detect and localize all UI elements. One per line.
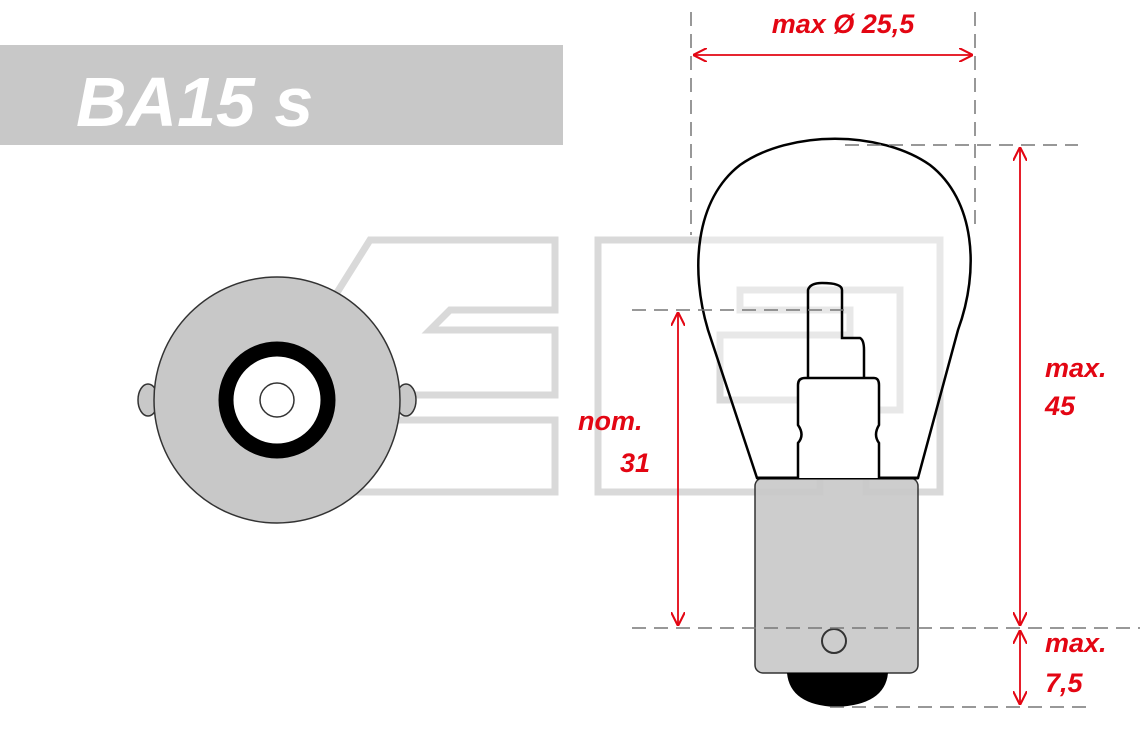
cap-label: max. bbox=[1045, 628, 1107, 658]
light-center-label: nom. bbox=[578, 406, 643, 436]
dimension-arrows bbox=[678, 55, 1020, 705]
title: BA15 s bbox=[76, 63, 313, 141]
extension-lines bbox=[632, 12, 1140, 708]
title-band bbox=[0, 45, 563, 145]
bulb-side-view bbox=[697, 137, 972, 707]
height-label: max. bbox=[1045, 353, 1107, 383]
light-center-value: 31 bbox=[620, 448, 650, 478]
height-value: 45 bbox=[1044, 391, 1076, 421]
cap-value: 7,5 bbox=[1045, 668, 1084, 698]
diameter-label: max Ø 25,5 bbox=[772, 9, 916, 39]
socket-end-view bbox=[137, 276, 417, 524]
